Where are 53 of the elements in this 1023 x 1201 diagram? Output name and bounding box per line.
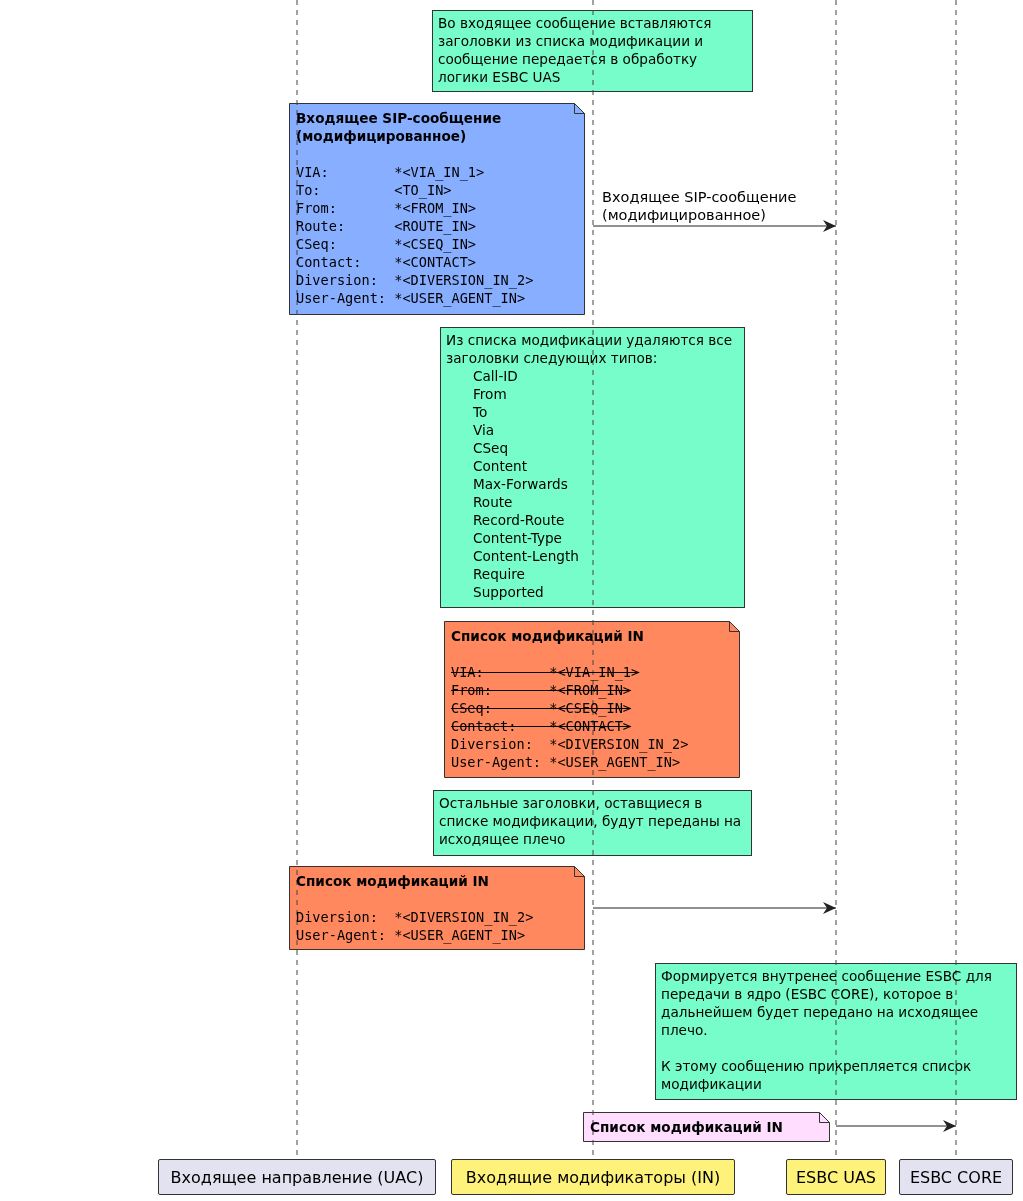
list-item: Supported (472, 583, 545, 601)
header-line: Contact: *<CONTACT> (451, 717, 633, 735)
list-item: From (472, 385, 508, 403)
note (583, 1112, 830, 1142)
list-item: Content-Length (472, 547, 580, 565)
header-line: User-Agent: *<USER_AGENT_IN> (296, 926, 527, 944)
note-title: Список модификаций IN (296, 872, 490, 890)
message-arrow (592, 902, 837, 914)
header-line: Diversion: *<DIVERSION_IN_2> (296, 271, 535, 289)
header-line: VIA: *<VIA_IN_1> (296, 163, 486, 181)
list-item: Call-ID (472, 367, 519, 385)
header-line: To: <TO_IN> (296, 181, 453, 199)
participant-box: Входящие модификаторы (IN) (451, 1159, 735, 1195)
list-item: Require (472, 565, 526, 583)
note-text: Из списка модификации удаляются все заголовки следующих типов: (446, 331, 734, 367)
header-line: Contact: *<CONTACT> (296, 253, 478, 271)
note-text: Во входящее сообщение вставляются заголовки из списка модификации и сообщение передается в обработку логики ESBC UAS (438, 14, 713, 86)
note (289, 103, 585, 315)
list-item: CSeq (472, 439, 510, 457)
note-box (440, 327, 745, 608)
participant-box: Входящее направление (UAC) (158, 1159, 436, 1195)
header-line: Diversion: *<DIVERSION_IN_2> (451, 735, 690, 753)
participant-box: ESBC CORE (899, 1159, 1013, 1195)
list-item: Record-Route (472, 511, 566, 529)
note-text: К этому сообщению прикрепляется список модификации (661, 1057, 973, 1093)
participant-box: ESBC UAS (786, 1159, 886, 1195)
header-line: Route: <ROUTE_IN> (296, 217, 478, 235)
note-box (432, 10, 753, 92)
header-line: CSeq: *<CSEQ_IN> (451, 699, 633, 717)
list-item: Content-Type (472, 529, 563, 547)
edge-label: Входящее SIP-сообщение (модифицированное) (602, 188, 798, 224)
header-line: Diversion: *<DIVERSION_IN_2> (296, 908, 535, 926)
header-line: User-Agent: *<USER_AGENT_IN> (296, 289, 527, 307)
header-line: VIA: *<VIA_IN_1> (451, 663, 641, 681)
message-arrow (592, 220, 837, 232)
header-line: From: *<FROM_IN> (451, 681, 633, 699)
note-box (655, 963, 1017, 1100)
note-title: Список модификаций IN (590, 1118, 784, 1136)
list-item: To (472, 403, 489, 421)
list-item: Route (472, 493, 514, 511)
message-arrow (835, 1120, 957, 1132)
note (289, 866, 585, 950)
note-text: Остальные заголовки, оставщиеся в списке модификации, будут переданы на исходящее плечо (439, 794, 743, 848)
note-title: Список модификаций IN (451, 627, 645, 645)
note-text: Формируется внутренее сообщение ESBC для передачи в ядро (ESBC CORE), которое в дальнейшем будет передано на исходящее плечо. (661, 967, 993, 1039)
note-title: Входящее SIP-сообщение (модифицированное) (296, 109, 503, 145)
header-line: From: *<FROM_IN> (296, 199, 478, 217)
list-item: Via (472, 421, 496, 439)
header-line: User-Agent: *<USER_AGENT_IN> (451, 753, 682, 771)
list-item: Max-Forwards (472, 475, 569, 493)
header-line: CSeq: *<CSEQ_IN> (296, 235, 478, 253)
list-item: Content (472, 457, 529, 475)
note-box (433, 790, 752, 856)
